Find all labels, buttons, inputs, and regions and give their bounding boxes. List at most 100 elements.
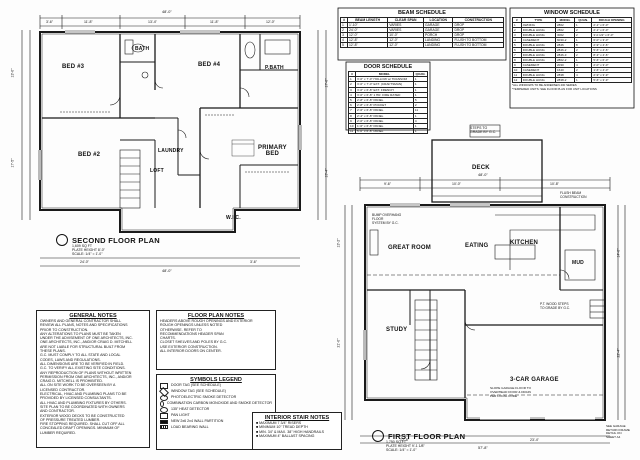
dim-2f-top2: 11'-8" <box>84 20 93 24</box>
general-note: ALL HVAC AND PLUMBING FIXTURES BY OTHERS… <box>40 400 127 405</box>
general-note: AND CONTRACTOR. <box>40 409 75 414</box>
room-primary-bed-label: PRIMARY BED <box>258 145 287 157</box>
legend-symbol-icon <box>160 407 168 413</box>
first-floor-subtitle-line: 1,750 SQ FT <box>386 440 407 444</box>
stair-note: ■ MIN. 34" & MAX. 38" HIGH HANDRAILS <box>256 429 325 434</box>
north-arrow-icon <box>372 430 384 442</box>
second-floor-title: SECOND FLOOR PLAN <box>72 235 161 245</box>
floor-plan-notes-title: FLOOR PLAN NOTES <box>187 313 245 319</box>
beam-schedule-title: BEAM SCHEDULE <box>398 10 446 16</box>
dim-1f-bottom1: 12'-8" <box>400 438 409 442</box>
first-floor-subtitle-line: SCALE: 1/4" = 1'-0" <box>386 448 417 452</box>
dim-1f-right1: 14'-0" <box>616 248 621 258</box>
floor-plan-notes-list: HEADERS ABOVE ROUGH OPENINGS AND EXTERIO… <box>160 319 272 353</box>
second-floor-title-block: SECOND FLOOR PLAN <box>56 234 160 246</box>
room-wic-label: W.I.C. <box>226 215 241 221</box>
floor-plan-note: ROUGH OPENINGS UNLESS NOTED <box>160 323 223 328</box>
note-wood-steps: P.T. WOOD STEPS TO GRADE BY G.C. <box>540 302 571 310</box>
table-cell: 5'-6" x 3'-9" <box>591 77 632 83</box>
room-bed3-label: BED #3 <box>62 64 85 70</box>
legend-symbol-icon <box>160 383 168 389</box>
beam-schedule: BEAM SCHEDULE # BEAM LENGTH CLEAR SPAN L… <box>339 10 504 48</box>
general-note: G.C. TO VERIFY ALL EXISTING SITE CONDITI… <box>40 366 126 371</box>
dim-2f-bottom2: 3'-6" <box>250 260 257 264</box>
room-deck-label: DECK <box>472 165 490 171</box>
legend-label: NEW 2x6 2x4 WALL PARTITION <box>171 419 224 423</box>
table-cell: 12 <box>512 77 522 83</box>
general-note: ANY REPRODUCTION OF PLANS WITHOUT WRITTE… <box>40 370 132 375</box>
schedule-frames <box>337 7 635 131</box>
general-note: LICENSED CONTRACTOR. <box>40 387 86 392</box>
dim-2f-top3: 13'-4" <box>148 20 157 24</box>
door-schedule-title: DOOR SCHEDULE <box>363 64 413 70</box>
room-bath-label: BATH <box>135 46 150 52</box>
dim-1f-bottom2: 23'-4" <box>530 438 539 442</box>
north-arrow-icon <box>56 234 68 246</box>
dim-1f-right2: 22'-4" <box>616 348 621 358</box>
stair-notes-title: INTERIOR STAIR NOTES <box>264 415 330 421</box>
dim-2f-overall-top: 48'-0" <box>162 10 172 14</box>
second-floor-subtitle-line: 1,609 SQ FT <box>72 244 93 248</box>
legend-label: WINDOW TAG (SEE SCHEDULE) <box>171 389 226 394</box>
dim-2f-top4: 11'-8" <box>210 20 219 24</box>
table-cell: 1 <box>412 128 429 135</box>
general-note: OF PRESSURE TREATED LUMBER. <box>40 417 101 422</box>
general-notes-title: GENERAL NOTES <box>69 313 117 319</box>
legend-item: DOOR TAG (SEE SCHEDULE) <box>160 383 272 389</box>
room-mud-label: MUD <box>572 260 584 266</box>
floor-plan-notes: FLOOR PLAN NOTES HEADERS ABOVE ROUGH OPE… <box>156 310 276 370</box>
legend-item: PHOTOELECTRIC SMOKE DETECTOR <box>160 395 272 401</box>
general-notes: GENERAL NOTES OWNERS AND GENERAL CONTRAC… <box>36 310 150 448</box>
floor-plan-note: OTHERWISE. REFER TO <box>160 327 202 332</box>
room-pbath-label: P.BATH <box>265 65 284 71</box>
legend-symbol-icon <box>160 420 168 424</box>
legend-label: COMBINATION CARBON MONOXIDE AND SMOKE DE… <box>166 401 272 406</box>
table-cell: 3'-0" x 7'-0" HOLLOW w/ TRANSOM <box>355 76 414 83</box>
general-note: ELECTRICAL, HVAC AND PLUMBING PLANS TO B… <box>40 392 127 397</box>
general-note: LUMBER REQUIRED. <box>40 430 76 435</box>
note-garage: SLOPE GARAGE FLOOR TO OVERHEAD DOOR & DR… <box>490 386 531 398</box>
general-note: G.C. MUST COMPLY TO ALL STATE AND LOCAL <box>40 353 121 358</box>
general-note: ALL ON SITE WORK TO BE OVERSEEN BY A <box>40 383 116 388</box>
floor-plan-note: CHARTS. <box>160 336 176 341</box>
window-schedule: WINDOW SCHEDULE # TYPE MODEL QUAN. ROUGH… <box>512 10 632 91</box>
legend-symbol-icon <box>160 395 168 401</box>
general-note: CRAIG D. MITCHELL IS PROHIBITED. <box>40 379 103 384</box>
note-overhang: BUMP OVERHANG FLOOR SYSTEM BY G.C. <box>372 213 402 225</box>
general-note: SITE PLAN TO BE COORDINATED WITH OWNERS <box>40 404 125 409</box>
dim-1f-left1: 13'-2" <box>336 238 341 248</box>
symbols-legend-title: SYMBOLS LEGEND <box>190 377 242 383</box>
legend-label: 135" HEAT DETECTOR <box>171 407 210 412</box>
floor-plan-note: HEADERS ABOVE ROUGH OPENINGS AND EXTERIO… <box>160 319 253 323</box>
room-bed4-label: BED #4 <box>198 62 221 68</box>
note-flush: FLUSH BEAM CONSTRUCTION <box>560 191 587 199</box>
dim-1f-left2: 21'-0" <box>336 338 341 348</box>
room-study-label: STUDY <box>386 327 408 333</box>
stair-note: ■ MAXIMUM 7 3/4" RISERS <box>256 421 302 425</box>
dim-2f-overall-bottom: 48'-0" <box>162 269 172 273</box>
window-schedule-title: WINDOW SCHEDULE <box>544 10 600 16</box>
legend-item: NEW 2x6 2x4 WALL PARTITION <box>160 419 272 425</box>
second-floor-drawing <box>21 15 327 267</box>
general-note: FIRE STOPPING REQUIRED. SHALL CUT OFF AL… <box>40 422 125 427</box>
note-stairs: STEPS TO GRADE BY G.C. <box>470 126 497 134</box>
general-note: THESE PLANS. <box>40 349 66 354</box>
table-cell: 5'-0" x 6'-8" PANEL <box>355 128 414 135</box>
window-footnote: *TEMPERED UNITS: SEE FLOOR PLAN FOR UNIT… <box>512 86 597 91</box>
general-note: OWNERS AND GENERAL CONTRACTOR SHALL <box>40 319 122 323</box>
room-loft-label: LOFT <box>150 168 164 174</box>
table-cell: 10 <box>347 123 357 130</box>
room-bed2-label: BED #2 <box>78 152 101 158</box>
dim-2f-top5: 12'-0" <box>266 20 275 24</box>
dim-2f-left2: 17'-5" <box>10 158 15 168</box>
